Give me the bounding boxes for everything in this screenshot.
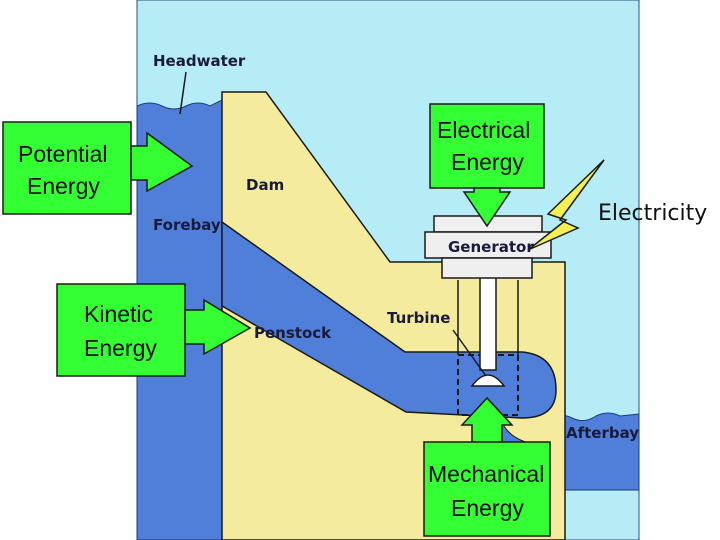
generator-body xyxy=(424,231,552,259)
potential-energy-line2: Energy xyxy=(27,173,100,199)
mechanical-energy-callout: Mechanical Energy xyxy=(423,396,551,537)
kinetic-energy-line2: Energy xyxy=(84,335,157,361)
generator-label: Generator xyxy=(448,238,534,256)
electrical-energy-line2: Energy xyxy=(451,149,524,175)
forebay-label: Forebay xyxy=(153,216,221,234)
mechanical-energy-arrow xyxy=(460,396,514,443)
generator-base xyxy=(441,257,533,279)
electrical-energy-callout: Electrical Energy xyxy=(429,103,545,228)
potential-energy-box xyxy=(2,121,132,215)
turbine-runner xyxy=(470,374,506,387)
kinetic-energy-box xyxy=(56,283,186,377)
potential-energy-callout: Potential Energy xyxy=(2,121,194,215)
mechanical-energy-line2: Energy xyxy=(451,495,524,521)
headwater-leader xyxy=(179,71,187,115)
electrical-energy-line1: Electrical xyxy=(437,117,530,143)
turbine-label: Turbine xyxy=(387,309,450,327)
turbine-leader xyxy=(452,329,487,377)
dam-label: Dam xyxy=(246,176,284,194)
mechanical-energy-line1: Mechanical xyxy=(428,461,544,487)
afterbay-label: Afterbay xyxy=(566,424,639,442)
mechanical-energy-box xyxy=(423,441,551,537)
electricity-label: Electricity xyxy=(598,201,707,226)
kinetic-energy-line1: Kinetic xyxy=(84,301,153,327)
potential-energy-line1: Potential xyxy=(18,141,108,167)
penstock-channel xyxy=(221,220,557,419)
lightning-bolt-icon xyxy=(527,159,605,251)
headwater-label: Headwater xyxy=(153,52,246,70)
kinetic-energy-arrow xyxy=(184,298,252,356)
electrical-energy-box xyxy=(429,103,545,189)
penstock-label: Penstock xyxy=(254,324,332,342)
potential-energy-arrow xyxy=(130,131,194,193)
electrical-energy-arrow xyxy=(462,187,512,228)
kinetic-energy-callout: Kinetic Energy xyxy=(56,283,252,377)
